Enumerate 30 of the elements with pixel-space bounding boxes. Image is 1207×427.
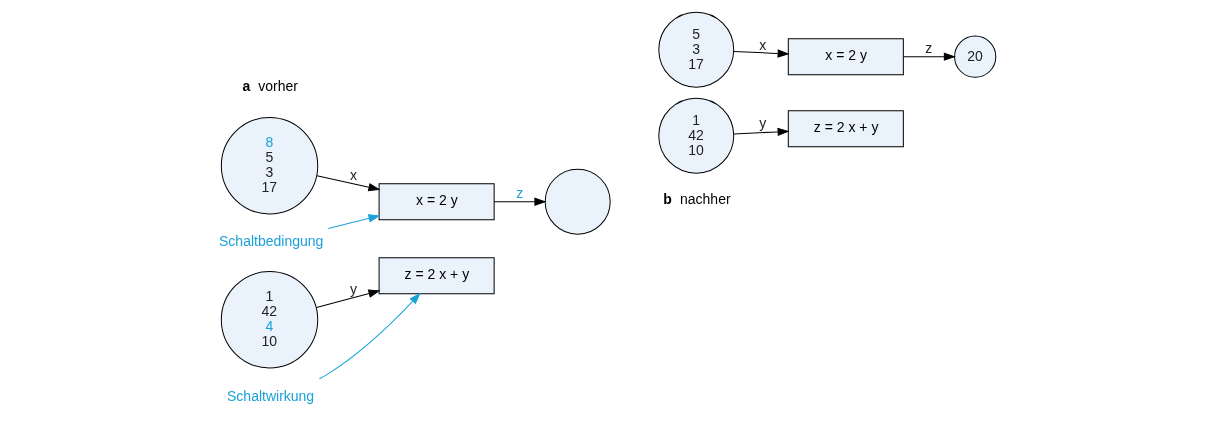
- label: b: [663, 191, 672, 208]
- arrow: [733, 49, 789, 58]
- edge-label: y: [350, 280, 358, 297]
- node-circle: [544, 168, 611, 235]
- node-text: Schaltwirkung: [227, 387, 315, 404]
- arrow: [319, 293, 421, 380]
- edge-label: z: [516, 184, 524, 201]
- arrow: [733, 127, 789, 136]
- node-box: x = 2 y: [378, 183, 495, 221]
- label: vorher: [258, 78, 298, 95]
- arrow: [327, 214, 380, 229]
- node-text: Schaltbedingung: [219, 233, 324, 250]
- arrow: [902, 52, 955, 61]
- arrow: [316, 175, 380, 192]
- node-box: x = 2 y: [787, 38, 904, 76]
- edge-label: y: [759, 114, 767, 131]
- node-circle: 20: [954, 35, 997, 78]
- edge-label: z: [925, 39, 933, 56]
- arrow: [493, 197, 546, 206]
- arrow: [316, 289, 380, 309]
- edge-label: x: [759, 36, 767, 53]
- node-box: z = 2 x + y: [378, 257, 495, 295]
- node-box: z = 2 x + y: [787, 110, 904, 148]
- node-circle: 8 5 3 17: [220, 117, 319, 215]
- edge-label: x: [350, 166, 358, 183]
- node-circle: 1 42 10: [658, 97, 735, 174]
- node-circle: 5 3 17: [658, 11, 735, 88]
- label: a: [242, 78, 251, 95]
- label: nachher: [680, 191, 731, 208]
- node-circle: 1 42 4 10: [220, 271, 319, 369]
